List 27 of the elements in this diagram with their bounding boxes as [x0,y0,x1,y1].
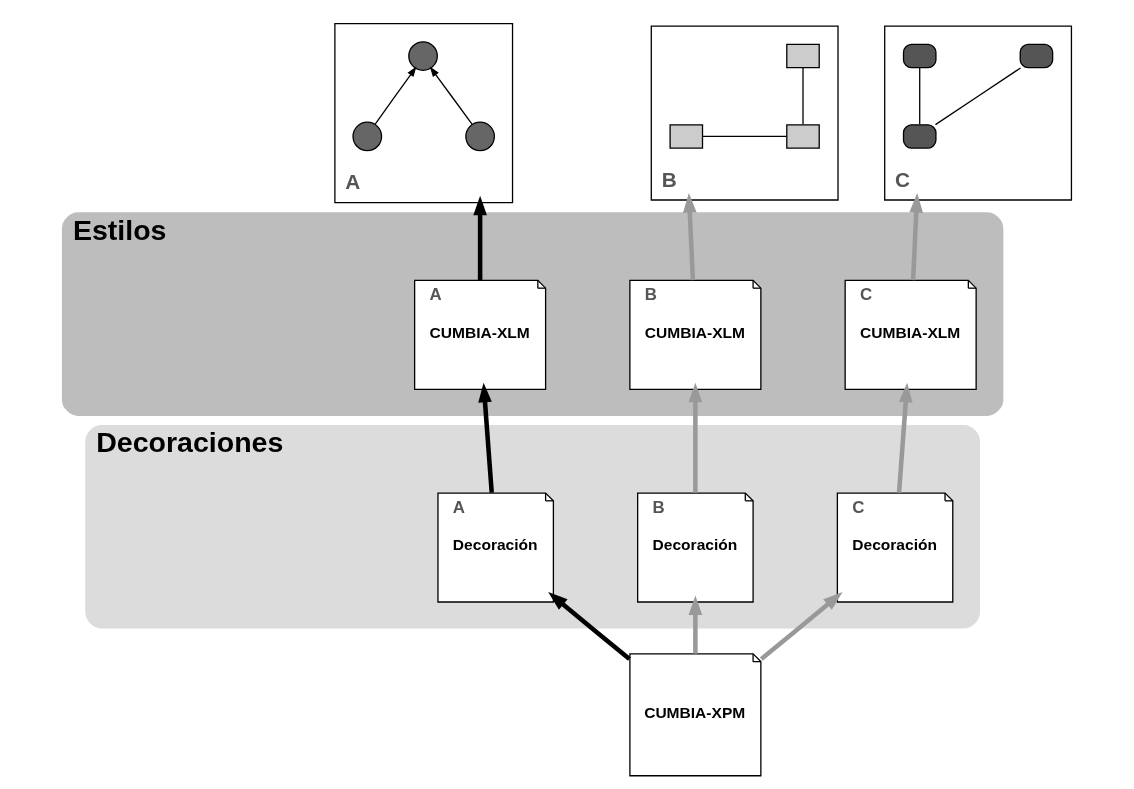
arrow [896,382,913,493]
arrow [909,193,924,281]
arrow [473,195,487,281]
node-box [902,124,937,149]
cluster: C [884,25,1073,201]
arrow [688,382,703,493]
node-box [902,43,937,69]
connector [802,67,804,125]
node-box [786,43,820,69]
arrow [688,595,703,654]
arrow [429,66,473,125]
arrow [478,382,494,493]
node-circle [408,41,438,71]
connector [919,67,921,125]
arrow [374,66,417,125]
node-box [786,124,820,149]
node-circle [465,121,496,152]
arrow [548,592,631,661]
cluster: A [334,23,514,204]
node-box [1019,43,1054,69]
node-circle [352,121,383,152]
connector [934,67,1022,126]
node-box [669,124,704,149]
arrow [759,592,843,661]
arrow [682,193,697,281]
cluster: B [650,25,839,201]
connector [702,135,788,138]
